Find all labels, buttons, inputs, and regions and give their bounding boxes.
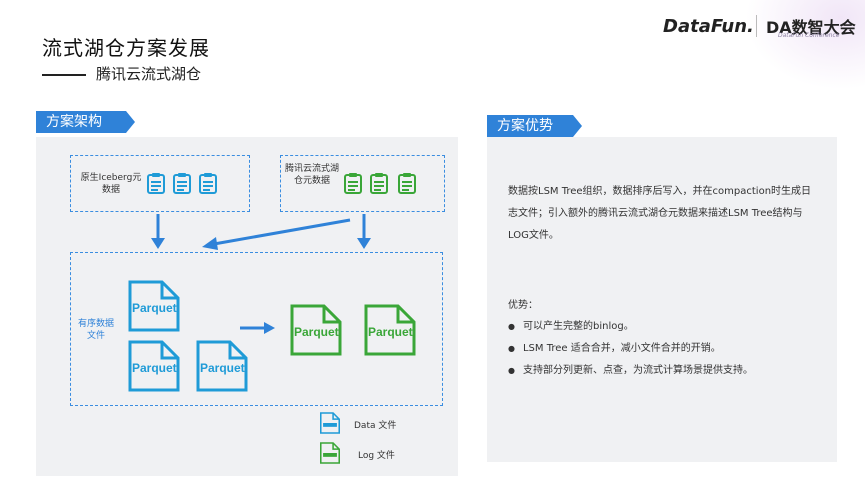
clipboard-icon [344, 173, 362, 194]
clipboard-icon [370, 173, 388, 194]
subtitle-dash [42, 73, 86, 76]
architecture-tab: 方案架构 [36, 111, 135, 133]
da-conference-subtitle: DataFun Conference [778, 32, 840, 39]
clipboard-icon [398, 173, 416, 194]
right-arrow-icon [240, 322, 275, 334]
legend-data-file-icon [320, 412, 340, 434]
solution-description: 数据按LSM Tree组织，数据排序后写入，并在compaction时生成日志文… [508, 186, 812, 241]
svg-text:Parquet: Parquet [294, 325, 339, 339]
iceberg-metadata-box [70, 155, 250, 212]
clipboard-icon [147, 173, 165, 194]
svg-text:Parquet: Parquet [200, 361, 245, 375]
legend-log-file-icon [320, 442, 340, 464]
datafun-logo: DataFun. [663, 16, 754, 37]
parquet-file-icon: Parquet [128, 280, 180, 332]
list-item: LSM Tree 适合合并，减小文件合并的开销。 [508, 338, 753, 360]
ordered-files-label: 有序数据文件 [77, 319, 114, 341]
parquet-log-file-icon: Parquet [364, 304, 416, 356]
svg-text:Parquet: Parquet [132, 361, 177, 375]
page-title: 流式湖仓方案发展 [42, 36, 210, 60]
advantages-heading: 优势： [508, 300, 538, 311]
parquet-log-file-icon: Parquet [290, 304, 342, 356]
list-item: 支持部分列更新、点查，为流式计算场景提供支持。 [508, 360, 753, 382]
down-arrow-icon [151, 214, 165, 249]
clipboard-icon [199, 173, 217, 194]
svg-text:Parquet: Parquet [132, 301, 177, 315]
page-subtitle: 腾讯云流式湖仓 [42, 63, 201, 84]
corner-glow [745, 0, 865, 90]
legend-data-label: Data 文件 [354, 421, 397, 431]
parquet-file-icon: Parquet [196, 340, 248, 392]
data-files-box [70, 252, 443, 406]
diagonal-arrow-icon [202, 218, 351, 250]
clipboard-icon [173, 173, 191, 194]
legend-log-label: Log 文件 [358, 451, 395, 461]
down-arrow-icon [357, 214, 371, 249]
iceberg-metadata-label: 原生Iceberg元数据 [80, 173, 142, 195]
parquet-file-icon: Parquet [128, 340, 180, 392]
logo-separator [756, 15, 757, 37]
da-conference-logo: DA数智大会 [766, 18, 856, 37]
subtitle-text: 腾讯云流式湖仓 [96, 65, 202, 83]
tencent-metadata-box [280, 155, 445, 212]
list-item: 可以产生完整的binlog。 [508, 316, 753, 338]
advantages-panel [487, 137, 837, 462]
tencent-metadata-label: 腾讯云流式湖仓元数据 [285, 164, 340, 186]
svg-text:Parquet: Parquet [368, 325, 413, 339]
advantages-tab: 方案优势 [487, 115, 582, 137]
advantages-list: 可以产生完整的binlog。 LSM Tree 适合合并，减小文件合并的开销。 … [508, 316, 753, 382]
